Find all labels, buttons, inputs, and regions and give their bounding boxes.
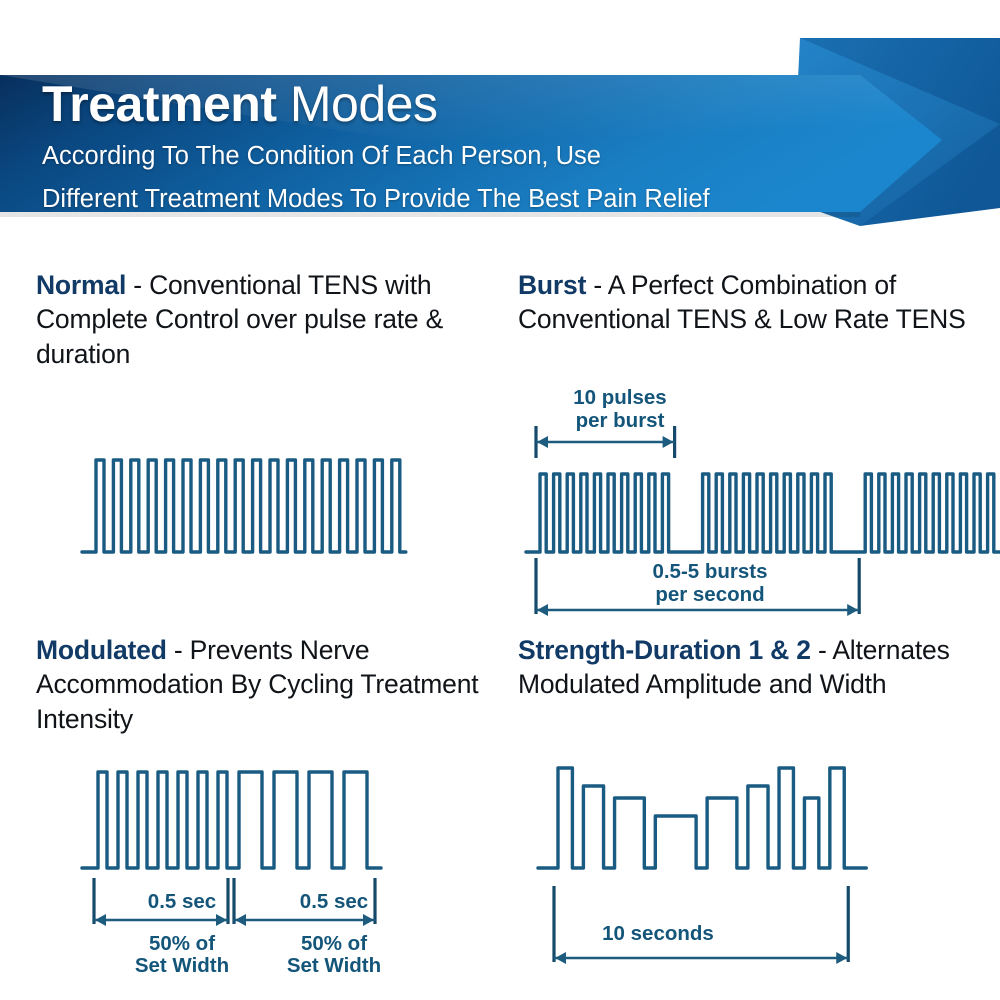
arrow-head-icon bbox=[555, 952, 566, 964]
strength-duration-dimension-line bbox=[552, 886, 850, 964]
banner-title-bold: Treatment bbox=[42, 76, 277, 132]
arrow-head-icon bbox=[662, 436, 674, 448]
waveform-modulated-path bbox=[80, 770, 383, 870]
panel-modulated: Modulated - Prevents Nerve Accommodation… bbox=[36, 633, 491, 736]
panel-normal-mode-label: Normal bbox=[36, 270, 127, 300]
arrow-head-icon bbox=[363, 914, 374, 926]
panel-strength-description: Strength-Duration 1 & 2 - Alternates Mod… bbox=[518, 633, 988, 702]
ribbon-sheen bbox=[0, 75, 942, 140]
panel-normal-text: Conventional TENS with Complete Control … bbox=[36, 270, 444, 369]
waveform-burst-path bbox=[524, 472, 1000, 554]
arrow-head-icon bbox=[95, 914, 106, 926]
waveform-strength-duration: 10 seconds bbox=[518, 748, 948, 964]
arrow-head-icon bbox=[847, 604, 859, 616]
burst-bottom-label-line1: 0.5-5 bursts bbox=[652, 560, 767, 583]
waveform-strength-duration-svg: 10 seconds bbox=[536, 766, 868, 964]
panel-normal-description: Normal - Conventional TENS with Complete… bbox=[36, 268, 491, 371]
panel-modulated-text: Prevents Nerve Accommodation By Cycling … bbox=[36, 635, 479, 734]
waveform-strength-duration-path bbox=[536, 766, 868, 870]
panel-modulated-mode-label: Modulated bbox=[36, 635, 167, 665]
arrow-head-icon bbox=[836, 952, 848, 964]
modulated-dimension-lines bbox=[92, 878, 377, 926]
waveform-normal-path bbox=[80, 458, 408, 554]
panel-strength-separator: - bbox=[810, 635, 833, 665]
modulated-left-label-line3: Set Width bbox=[135, 954, 229, 977]
panel-normal-separator: - bbox=[126, 270, 150, 300]
waveform-normal-svg bbox=[80, 458, 408, 554]
panel-burst: Burst - A Perfect Combination of Convent… bbox=[518, 268, 988, 337]
panel-modulated-separator: - bbox=[166, 635, 190, 665]
panel-burst-mode-label: Burst bbox=[518, 270, 587, 300]
burst-top-label-line1: 10 pulses bbox=[573, 386, 666, 409]
waveform-modulated: 0.5 sec 50% of Set Width 0.5 sec 50% of … bbox=[36, 750, 456, 977]
panel-strength: Strength-Duration 1 & 2 - Alternates Mod… bbox=[518, 633, 988, 702]
burst-bursts-per-second-dimension bbox=[534, 558, 861, 616]
waveform-burst: 10 pulses per burst 0.5-5 bursts per sec… bbox=[510, 380, 1000, 616]
panel-normal: Normal - Conventional TENS with Complete… bbox=[36, 268, 491, 371]
panel-burst-text: A Perfect Combination of Conventional TE… bbox=[518, 270, 966, 335]
waveform-normal bbox=[36, 440, 456, 570]
banner-subtitle-line-1: According To The Condition Of Each Perso… bbox=[42, 142, 601, 170]
arrow-head-icon bbox=[235, 914, 246, 926]
burst-bottom-label-line2: per second bbox=[655, 583, 764, 606]
panel-modulated-description: Modulated - Prevents Nerve Accommodation… bbox=[36, 633, 491, 736]
banner-text-block: Treatment Modes According To The Conditi… bbox=[42, 78, 912, 216]
panel-burst-separator: - bbox=[586, 270, 608, 300]
modulated-right-label-line1: 0.5 sec bbox=[300, 890, 368, 913]
banner-title-light: Modes bbox=[289, 76, 438, 132]
modulated-right-label-line2: 50% of bbox=[301, 932, 367, 955]
panel-strength-text: Alternates Modulated Amplitude and Width bbox=[518, 635, 950, 700]
burst-top-label-line2: per burst bbox=[576, 409, 665, 432]
banner-ribbon-graphic bbox=[0, 38, 1000, 226]
arrow-head-icon bbox=[537, 604, 548, 616]
header-banner: Treatment Modes According To The Conditi… bbox=[0, 26, 1000, 232]
modulated-left-label-line1: 0.5 sec bbox=[148, 890, 216, 913]
banner-subtitle-line-2: Different Treatment Modes To Provide The… bbox=[42, 184, 710, 213]
waveform-burst-svg: 10 pulses per burst 0.5-5 bursts per sec… bbox=[524, 386, 1000, 616]
ribbon-shadow bbox=[0, 212, 860, 217]
burst-pulses-per-burst-dimension bbox=[534, 426, 677, 458]
modulated-right-label-line3: Set Width bbox=[287, 954, 381, 977]
panel-burst-description: Burst - A Perfect Combination of Convent… bbox=[518, 268, 988, 337]
arrow-head-icon bbox=[216, 914, 227, 926]
modulated-left-label-line2: 50% of bbox=[149, 932, 215, 955]
arrow-head-icon bbox=[537, 436, 548, 448]
panel-strength-mode-label: Strength-Duration 1 & 2 bbox=[518, 635, 811, 665]
waveform-modulated-svg: 0.5 sec 50% of Set Width 0.5 sec 50% of … bbox=[80, 770, 383, 977]
strength-label: 10 seconds bbox=[602, 922, 714, 945]
banner-title: Treatment Modes bbox=[42, 78, 912, 131]
